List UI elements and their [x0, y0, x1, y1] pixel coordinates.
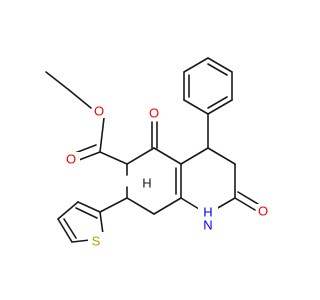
- molecule-structure: O O O O H H N S: [45, 57, 272, 249]
- bond-th-c4-c5: [57, 218, 73, 243]
- left-ring: [126, 147, 182, 215]
- thiophene-ring: [57, 197, 128, 243]
- bond-ph-4: [207, 57, 233, 73]
- bond-ethyl-ch3: [45, 71, 70, 91]
- bond-ph-3: [183, 57, 209, 73]
- bond-ph-1: [183, 99, 209, 115]
- bond-c8-c7: [126, 197, 155, 215]
- atom-s: S: [92, 234, 101, 249]
- bond-c6-c5: [126, 147, 155, 165]
- bond-c5-c4a: [153, 147, 182, 165]
- bond-ph-4-double: [207, 63, 228, 76]
- atom-h-ring: H: [142, 176, 151, 191]
- bond-c4a-c4: [180, 147, 209, 165]
- bond-lactam-co-2: [237, 191, 259, 205]
- bond-c7-thienyl: [99, 197, 128, 213]
- bond-th-c2-c3: [77, 201, 101, 213]
- ester-group: [74, 117, 128, 165]
- bond-ph-6: [207, 99, 233, 115]
- ketone-group: [151, 121, 158, 149]
- bond-lactam-co-1: [234, 197, 256, 211]
- atom-labels: O O O O H H N S: [64, 102, 272, 249]
- bond-c8a-c8: [153, 197, 182, 215]
- bond-c-o-double-2: [74, 144, 97, 154]
- bond-c2-n: [215, 197, 236, 210]
- bond-n-c8a: [180, 197, 200, 210]
- atom-o-ketone: O: [149, 106, 159, 121]
- atom-nh-hydrogen: H: [203, 205, 212, 220]
- bond-ph-6-double: [207, 96, 228, 109]
- bond-th-c2-c3-double: [75, 207, 98, 219]
- atom-o-lactam: O: [258, 204, 268, 219]
- phenyl-ring: [183, 57, 233, 149]
- bond-c4-c3: [207, 147, 236, 165]
- ethyl-group: [45, 71, 92, 109]
- bond-th-c4-c5-double: [63, 218, 77, 239]
- structure-canvas: O O O O H H N S: [45, 57, 272, 249]
- bond-o-carbonyl-c: [99, 117, 105, 153]
- atom-o-ester-carbonyl: O: [66, 152, 76, 167]
- atom-n: N: [203, 218, 212, 233]
- bond-th-c5-s: [71, 239, 91, 243]
- bond-th-c3-c4: [57, 201, 79, 220]
- bond-ethyl-ch2-o: [68, 89, 92, 109]
- bond-c-o-double-1: [78, 151, 101, 161]
- bond-carbonyl-c6: [99, 151, 128, 165]
- bond-th-s-c2: [99, 211, 104, 235]
- right-ring: [180, 147, 259, 211]
- atom-o-ester-alkoxy: O: [94, 104, 104, 119]
